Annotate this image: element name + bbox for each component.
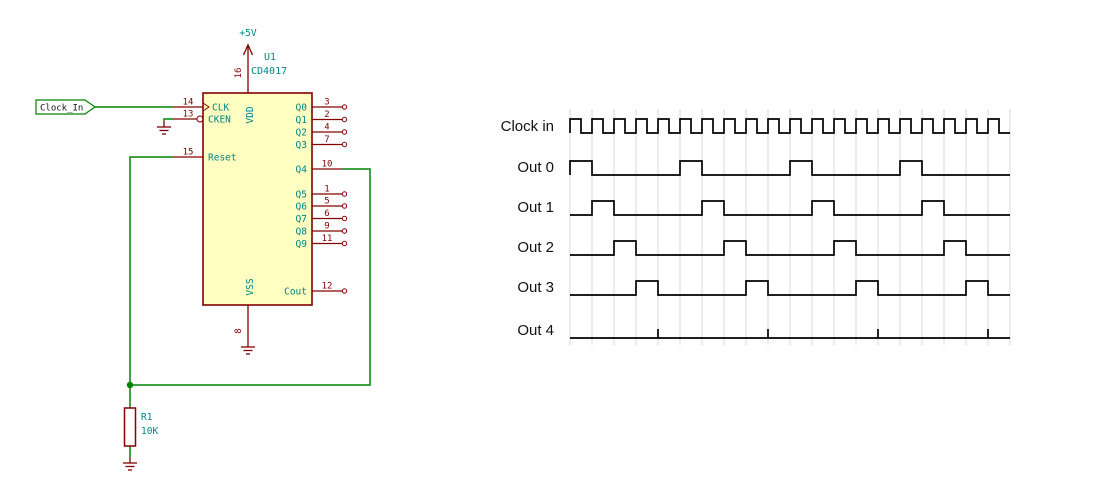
pin-name-Q7: Q7 — [296, 214, 307, 225]
pin-number-Q8: 9 — [324, 222, 329, 232]
no-connect-circle-Q2 — [341, 129, 348, 135]
ground-symbol-cken — [156, 120, 172, 135]
pin-name-Q1: Q1 — [296, 115, 308, 126]
waveform-out-3 — [570, 280, 1010, 296]
waveform-out-4 — [570, 329, 1010, 339]
net-label-text: Clock_In — [40, 104, 83, 114]
no-connect-circle-Q7 — [341, 215, 348, 222]
no-connect-circle-Q6 — [341, 203, 348, 209]
no-connect-circle-Q0 — [341, 104, 348, 110]
wire-reset — [129, 156, 173, 385]
resistor-reference: R1 — [141, 412, 153, 423]
timing-label-out-0: Out 0 — [517, 159, 554, 176]
vdd-pin-name: VDD — [245, 106, 256, 123]
pin-number-Q0: 3 — [324, 98, 329, 108]
timing-label-out-2: Out 2 — [517, 239, 554, 256]
net-label-flag — [35, 99, 97, 115]
pin-name-Q0: Q0 — [296, 103, 308, 114]
wire-cken-to-ground — [163, 118, 173, 121]
power-arrow-icon — [242, 43, 254, 56]
pin-number-CKEN: 13 — [183, 110, 194, 120]
junction-dot — [126, 381, 134, 389]
pin-number-CLK: 14 — [183, 98, 194, 108]
waveform-out-0 — [569, 160, 1010, 176]
ic-reference: U1 — [264, 52, 276, 63]
invert-bubble-CKEN — [196, 115, 204, 123]
pin-name-Q8: Q8 — [296, 227, 308, 238]
pin-number-Q5: 1 — [324, 185, 329, 195]
wire-q4-feedback — [130, 168, 371, 386]
pin-name-Q5: Q5 — [296, 190, 307, 201]
waveform-out-1 — [570, 200, 1010, 216]
pin-name-CKEN: CKEN — [208, 115, 231, 126]
pin-name-Q3: Q3 — [296, 140, 307, 151]
pin-number-Q1: 2 — [324, 110, 329, 120]
no-connect-circle-Cout — [341, 288, 348, 294]
pin-number-Q6: 5 — [324, 197, 329, 207]
pin-name-Q2: Q2 — [296, 128, 307, 139]
resistor-body — [123, 407, 137, 447]
no-connect-circle-Q8 — [341, 228, 348, 234]
no-connect-circle-Q5 — [341, 191, 348, 197]
pin-number-Q3: 7 — [324, 135, 329, 145]
vdd-pin-number: 16 — [234, 68, 244, 79]
timing-label-out-1: Out 1 — [517, 199, 554, 216]
resistor-value: 10K — [141, 426, 158, 437]
ground-symbol-vss — [240, 340, 256, 355]
no-connect-circle-Q1 — [341, 116, 348, 123]
ic-body — [202, 92, 313, 306]
pin-name-CLK: CLK — [212, 103, 229, 114]
pin-number-Q2: 4 — [324, 123, 329, 133]
pin-number-Reset: 15 — [183, 148, 194, 158]
pin-name-Q4: Q4 — [296, 165, 308, 176]
pin-name-Cout: Cout — [284, 287, 307, 298]
vss-pin-number: 8 — [234, 328, 244, 333]
no-connect-circle-Q3 — [341, 141, 348, 148]
pin-number-Q7: 6 — [324, 209, 329, 219]
pin-name-Q6: Q6 — [296, 202, 308, 213]
timing-label-out-4: Out 4 — [517, 322, 554, 339]
no-connect-circle-Q9 — [341, 240, 348, 247]
ground-symbol-resistor — [122, 456, 138, 471]
power-flag-label: +5V — [239, 28, 256, 39]
pin-name-Reset: Reset — [208, 153, 237, 164]
cd4017-schematic: +5V 16 U1 CD4017 VDD VSS 8 Clock_In R1 1… — [35, 28, 371, 471]
waveform-clock-in — [569, 118, 1010, 134]
waveform-out-2 — [570, 240, 1010, 256]
pin-name-Q9: Q9 — [296, 239, 308, 250]
pin-number-Cout: 12 — [322, 282, 333, 292]
pin-number-Q9: 11 — [322, 234, 333, 244]
vss-pin-name: VSS — [245, 278, 256, 295]
timing-label-clock-in: Clock in — [500, 118, 554, 135]
timing-label-out-3: Out 3 — [517, 279, 554, 296]
timing-diagram — [569, 109, 1011, 345]
pin-number-Q4: 10 — [322, 160, 333, 170]
clock-mark-CLK — [202, 102, 210, 112]
ic-value: CD4017 — [251, 66, 287, 77]
